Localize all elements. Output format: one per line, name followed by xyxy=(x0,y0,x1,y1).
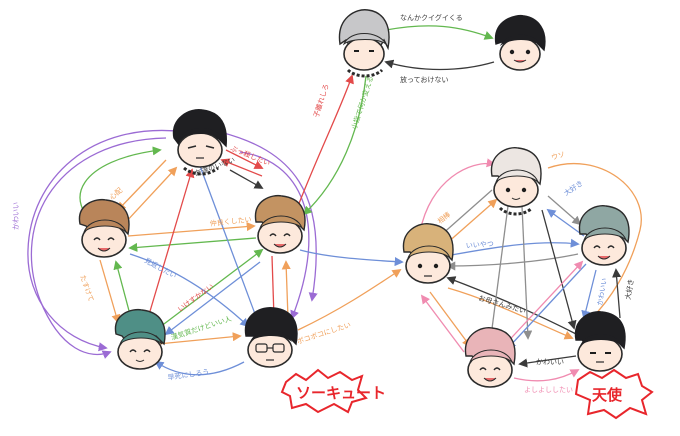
arrow-blue-r2 xyxy=(445,238,580,257)
arrow-dark-r4 xyxy=(541,209,577,330)
label-r7: お母さんみたい xyxy=(477,294,526,315)
arrow-dark-r2 xyxy=(518,355,577,368)
label-c1: 子離れしろ xyxy=(311,83,330,119)
arrow-gray-r5 xyxy=(486,205,509,346)
arrow-orange-1 xyxy=(116,159,167,212)
label-r5: かわいい xyxy=(596,277,609,306)
character-teal-hair[interactable] xyxy=(114,308,166,370)
label-g2: 放っておけない xyxy=(400,75,448,84)
arrow-orange-4 xyxy=(99,259,121,324)
label-r6: 大好き xyxy=(623,278,636,300)
arrow-dark-r1 xyxy=(446,276,581,337)
label-m2: ぶっ殺したい xyxy=(229,144,271,168)
arrow-orange-3 xyxy=(127,222,256,237)
arrow-purple-outer xyxy=(30,137,167,359)
top-pair-arrows xyxy=(384,25,495,71)
label-l7: 心配 xyxy=(108,186,124,201)
arrow-blue-1 xyxy=(164,261,261,336)
label-l1: ボコボコにしたい xyxy=(296,321,352,346)
character-silver-hair[interactable] xyxy=(338,9,390,78)
label-r3: いいやつ xyxy=(466,240,494,250)
character-white-hair[interactable] xyxy=(490,147,542,216)
arrow-pink-r1 xyxy=(419,158,496,233)
arrow-orange-r2 xyxy=(445,198,498,245)
label-r1: ウソ xyxy=(550,150,566,162)
character-pink-hair[interactable] xyxy=(464,327,516,388)
character-brown-hair-left[interactable] xyxy=(78,198,130,258)
arrow-red-4 xyxy=(147,168,195,319)
character-brown-hair-right[interactable] xyxy=(254,194,306,254)
arrow-dark-1 xyxy=(229,169,264,189)
arrow-red-2 xyxy=(220,158,263,177)
left-cluster-arrows xyxy=(27,74,404,376)
badge-tenshi: 天使 xyxy=(574,368,654,420)
arrow-green-top xyxy=(385,25,494,40)
character-black-hair-glasses[interactable] xyxy=(244,307,298,368)
label-l8: たすけて xyxy=(78,274,95,303)
arrow-pink-r3 xyxy=(513,369,580,382)
character-blonde-braid[interactable] xyxy=(402,223,454,284)
label-r2: 大好き xyxy=(562,178,584,197)
character-black-hair-smiling[interactable] xyxy=(495,14,546,71)
arrow-blue-r3 xyxy=(581,269,597,320)
arrow-blue-cross xyxy=(299,249,404,267)
character-black-hair-right[interactable] xyxy=(574,311,626,372)
character-black-hair-top[interactable] xyxy=(172,109,227,176)
arrow-gray-r4 xyxy=(521,205,533,340)
arrow-red-up xyxy=(297,74,354,207)
label-l5: いけすかない xyxy=(176,282,215,313)
arrow-blue-3 xyxy=(199,165,260,324)
label-g1: なんかクイグイくる xyxy=(400,13,463,22)
arrow-purple-tall xyxy=(239,151,310,320)
label-l6: 仲良くしたい xyxy=(209,215,252,228)
label-r8: かわいい xyxy=(536,358,564,366)
label-r9: よしよししたい xyxy=(524,386,573,394)
arrow-orange-r3 xyxy=(447,287,574,340)
arrow-green-2 xyxy=(128,237,257,252)
arrow-orange-cross xyxy=(297,268,402,331)
label-l9: かわいい xyxy=(12,202,20,230)
arrow-blue-4 xyxy=(154,360,245,376)
arrow-purple-outer-2 xyxy=(27,129,187,352)
arrow-blue-r4 xyxy=(506,263,587,350)
arrow-orange-5 xyxy=(281,260,291,319)
arrow-green-down xyxy=(302,75,367,216)
arrow-blue-r1 xyxy=(546,208,585,237)
arrow-gray-r2 xyxy=(547,195,582,226)
arrow-orange-2 xyxy=(123,166,178,225)
arrow-purple-tall-2 xyxy=(219,131,318,302)
arrow-gray-r1 xyxy=(438,189,493,238)
arrow-green-4 xyxy=(155,248,264,331)
arrow-dark-top xyxy=(384,59,495,71)
arrow-pink-r2 xyxy=(420,294,465,353)
arrow-dark-r3 xyxy=(612,268,622,319)
arrow-orange-r4 xyxy=(429,291,472,348)
arrow-gray-r3 xyxy=(446,253,579,271)
arrow-pink-r4 xyxy=(499,260,584,351)
badge-sokyuto-text: ソーキュート xyxy=(296,384,386,402)
character-grayteal-hair[interactable] xyxy=(578,205,630,266)
label-r4: 相棒 xyxy=(436,210,453,226)
arrow-red-1 xyxy=(225,149,264,169)
right-cluster-arrows xyxy=(419,158,642,382)
badge-sokyuto: ソーキュート xyxy=(280,368,386,414)
arrow-blue-2 xyxy=(129,253,250,328)
label-c2: 小指で何か変える xyxy=(349,75,375,131)
arrow-orange-r1 xyxy=(547,162,642,322)
badge-tenshi-text: 天使 xyxy=(592,386,623,404)
arrow-orange-6 xyxy=(157,332,242,345)
